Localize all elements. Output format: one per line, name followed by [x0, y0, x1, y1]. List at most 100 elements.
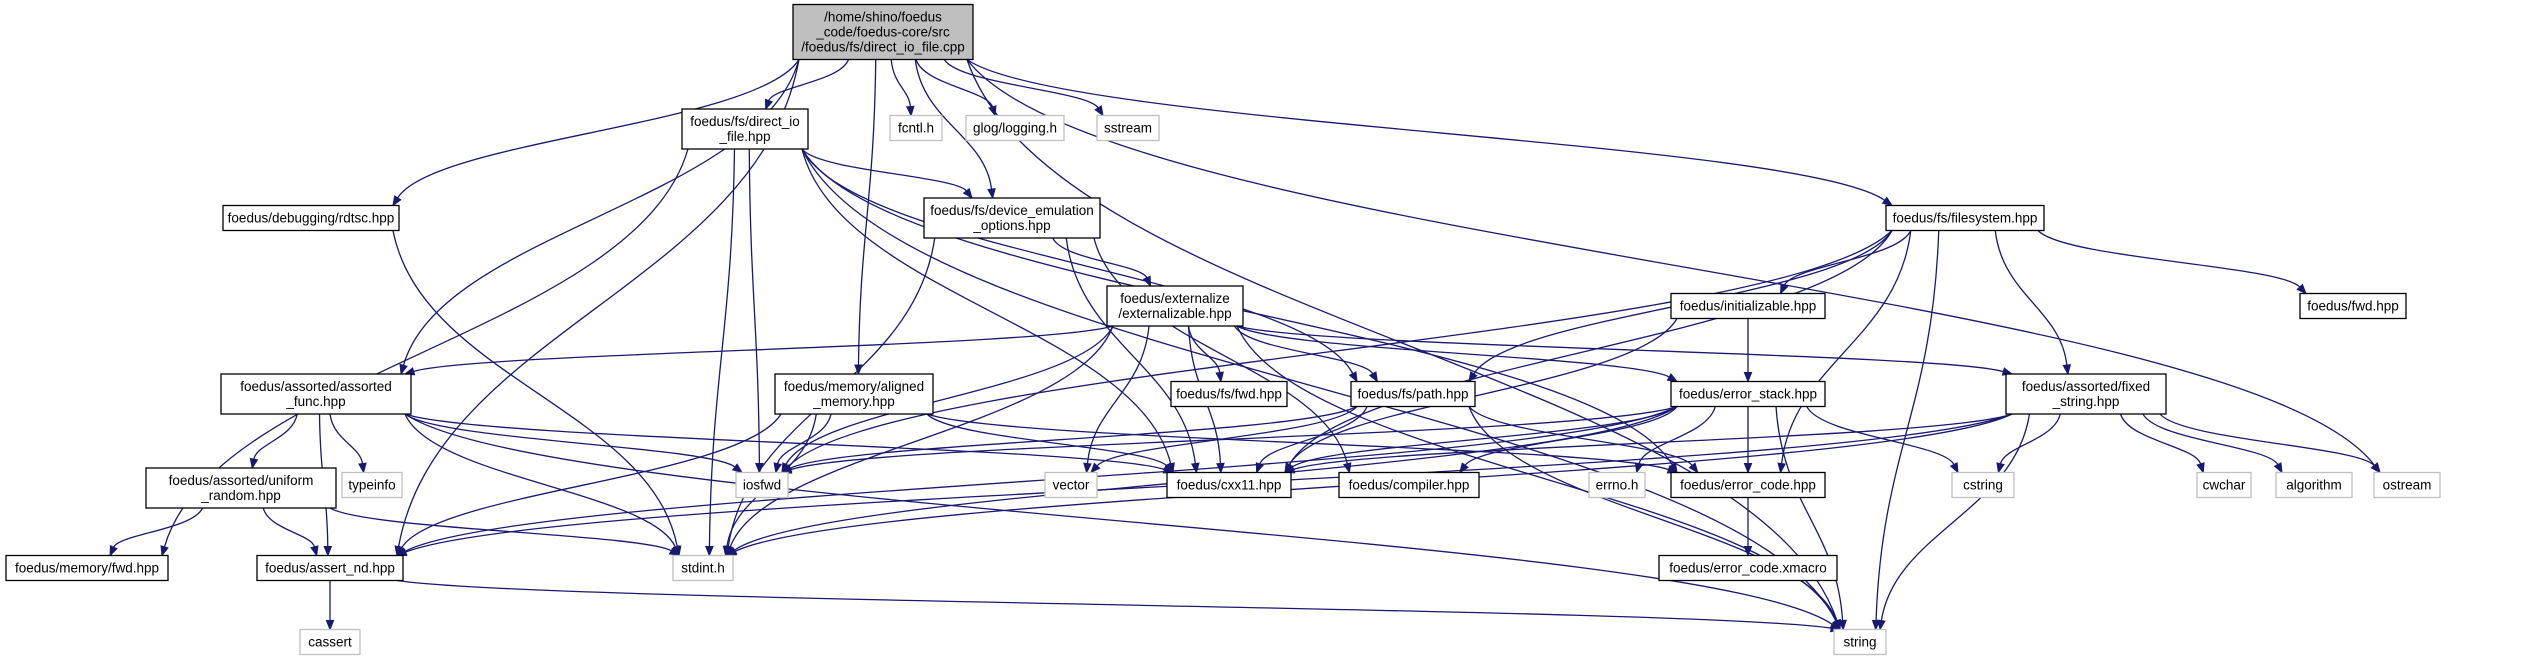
- node-label: _func.hpp: [285, 394, 345, 409]
- node-memory-fwd[interactable]: foedus/memory/fwd.hpp: [5, 554, 169, 582]
- node-fixed-string[interactable]: foedus/assorted/fixed_string.hpp: [2005, 373, 2167, 415]
- include-edge-assert-nd-to-string: [396, 579, 1842, 633]
- node-initializable[interactable]: foedus/initializable.hpp: [1670, 292, 1826, 320]
- node-rdtsc[interactable]: foedus/debugging/rdtsc.hpp: [222, 204, 400, 232]
- node-box: [923, 197, 1101, 239]
- node-box: [681, 108, 809, 150]
- node-box: [2196, 471, 2252, 499]
- node-label: _code/foedus-core/src: [815, 25, 950, 40]
- node-label: foedus/fwd.hpp: [2307, 299, 2399, 314]
- node-label: glog/logging.h: [973, 121, 1057, 136]
- node-box: [2373, 471, 2441, 499]
- node-box: [1885, 204, 2045, 232]
- node-box: [1588, 471, 1646, 499]
- node-label: cwchar: [2203, 478, 2246, 493]
- include-edge-externalizable-to-vector: [1083, 325, 1150, 474]
- node-error-stack[interactable]: foedus/error_stack.hpp: [1670, 380, 1826, 408]
- include-edge-direct-io-to-path: [801, 148, 1358, 383]
- node-externalizable[interactable]: foedus/externalize/externalizable.hpp: [1106, 285, 1244, 327]
- node-label: foedus/memory/fwd.hpp: [15, 561, 159, 576]
- node-compiler[interactable]: foedus/compiler.hpp: [1338, 471, 1480, 499]
- node-label: sstream: [1104, 121, 1152, 136]
- node-fcntl: fcntl.h: [889, 114, 943, 142]
- include-edge-direct-io-to-iosfwd: [748, 148, 764, 474]
- node-ostream: ostream: [2373, 471, 2441, 499]
- node-path[interactable]: foedus/fs/path.hpp: [1350, 380, 1476, 408]
- include-edge-initializable-to-cxx11: [1284, 318, 1678, 474]
- node-algorithm: algorithm: [2275, 471, 2353, 499]
- node-box: [1166, 471, 1292, 499]
- node-stdint: stdint.h: [672, 554, 734, 582]
- node-fs-fwd[interactable]: foedus/fs/fwd.hpp: [1170, 380, 1288, 408]
- include-edge-rdtsc-to-stdint: [392, 230, 682, 557]
- node-label: vector: [1053, 478, 1090, 493]
- include-edge-path-to-iosfwd: [780, 405, 1358, 474]
- include-edge-filesystem-to-fixed-string: [1994, 230, 2072, 376]
- include-edge-uniform-random-to-stdint: [329, 507, 681, 557]
- node-box: [1833, 628, 1887, 656]
- include-edge-error-stack-to-cstring: [1806, 406, 1959, 474]
- node-box: [2299, 292, 2407, 320]
- include-edge-externalizable-to-error-stack: [1236, 325, 1679, 383]
- node-box: [792, 3, 974, 61]
- node-layer: /home/shino/foedus_code/foedus-core/src/…: [5, 3, 2441, 656]
- node-cwchar: cwchar: [2196, 471, 2252, 499]
- include-edge-root-to-aligned-mem: [854, 59, 877, 376]
- node-assorted-func[interactable]: foedus/assorted/assorted_func.hpp: [220, 373, 412, 415]
- node-fwd[interactable]: foedus/fwd.hpp: [2299, 292, 2407, 320]
- node-assert-nd[interactable]: foedus/assert_nd.hpp: [256, 554, 404, 582]
- node-box: [1670, 471, 1826, 499]
- node-filesystem[interactable]: foedus/fs/filesystem.hpp: [1885, 204, 2045, 232]
- node-typeinfo: typeinfo: [341, 471, 403, 499]
- node-box: [145, 467, 337, 509]
- node-box: [2005, 373, 2167, 415]
- node-cstring: cstring: [1951, 471, 2015, 499]
- include-edge-fixed-string-to-cwchar: [2119, 413, 2205, 474]
- include-edge-uniform-random-to-assert-nd: [262, 507, 319, 557]
- node-label: foedus/assorted/fixed: [2022, 379, 2150, 394]
- node-box: [1338, 471, 1480, 499]
- node-label: foedus/assorted/uniform: [169, 473, 314, 488]
- include-edge-assorted-func-to-typeinfo: [329, 413, 367, 474]
- node-label: foedus/error_code.xmacro: [1669, 561, 1827, 576]
- include-edge-error-code-to-error-code-xmacro: [1743, 497, 1753, 557]
- node-box: [220, 373, 412, 415]
- node-box: [774, 373, 934, 415]
- node-uniform-random[interactable]: foedus/assorted/uniform_random.hpp: [145, 467, 337, 509]
- include-edge-uniform-random-to-memory-fwd: [109, 507, 204, 557]
- node-sstream: sstream: [1096, 114, 1160, 142]
- node-error-code[interactable]: foedus/error_code.hpp: [1670, 471, 1826, 499]
- include-edge-filesystem-to-error-code: [1777, 230, 1912, 474]
- node-box: [1658, 554, 1838, 582]
- node-aligned-mem[interactable]: foedus/memory/aligned_memory.hpp: [774, 373, 934, 415]
- node-error-code-xmacro[interactable]: foedus/error_code.xmacro: [1658, 554, 1838, 582]
- node-label: foedus/cxx11.hpp: [1177, 478, 1282, 493]
- include-edge-root-to-sstream: [943, 59, 1104, 117]
- include-edge-filesystem-to-cxx11: [1284, 230, 1893, 474]
- include-edge-externalizable-to-assorted-func: [403, 325, 1114, 376]
- node-label: _random.hpp: [200, 488, 281, 503]
- node-dev-emul[interactable]: foedus/fs/device_emulation_options.hpp: [923, 197, 1101, 239]
- include-edge-filesystem-to-fwd: [2037, 230, 2307, 295]
- include-edge-path-to-vector: [1090, 406, 1358, 474]
- node-direct-io[interactable]: foedus/fs/direct_io_file.hpp: [681, 108, 809, 150]
- node-label: cassert: [308, 635, 352, 650]
- node-box: [1670, 292, 1826, 320]
- include-edge-dev-emul-to-externalizable: [1052, 237, 1152, 288]
- node-box: [1951, 471, 2015, 499]
- node-box: [672, 554, 734, 582]
- include-edge-error-stack-to-string: [1775, 406, 1847, 631]
- include-edge-path-to-error-code: [1468, 406, 1699, 474]
- node-box: [256, 554, 404, 582]
- node-box: [2275, 471, 2353, 499]
- node-cassert: cassert: [299, 628, 361, 656]
- node-label: foedus/externalize: [1120, 291, 1230, 306]
- node-cxx11[interactable]: foedus/cxx11.hpp: [1166, 471, 1292, 499]
- include-edge-assorted-func-to-iosfwd: [404, 413, 744, 474]
- include-edge-root-to-direct-io: [764, 59, 850, 111]
- node-label: algorithm: [2286, 478, 2342, 493]
- node-root[interactable]: /home/shino/foedus_code/foedus-core/src/…: [792, 3, 974, 61]
- include-edge-dev-emul-to-cxx11: [1065, 237, 1200, 474]
- node-label: foedus/compiler.hpp: [1349, 478, 1470, 493]
- node-label: _file.hpp: [718, 129, 770, 144]
